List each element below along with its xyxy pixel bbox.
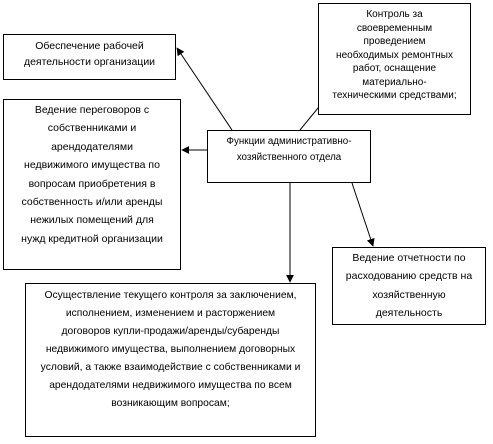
node-repair-control: Контроль за своевременным проведением не… bbox=[318, 3, 471, 115]
node-text-line: недвижимого имущества по bbox=[24, 159, 160, 172]
node-text-line: Ведение переговоров с bbox=[34, 104, 150, 116]
arrow-to-top-left bbox=[176, 47, 233, 131]
node-text-line: арендодателями недвижимого имущества по … bbox=[49, 380, 292, 392]
node-text-line: Осуществление текущего контроля за заклю… bbox=[44, 290, 297, 301]
node-text-line: вопросам приобретения в bbox=[28, 177, 156, 190]
node-text-line: арендодателями bbox=[51, 140, 133, 153]
node-text-line: деятельности организации bbox=[23, 56, 156, 69]
node-text-line: деятельность bbox=[375, 307, 443, 320]
node-text-line: материально- bbox=[362, 76, 427, 88]
node-expense-reporting: Ведение отчетности по расходованию средс… bbox=[332, 247, 486, 325]
node-text-line: нежилых помещений для bbox=[30, 214, 154, 227]
node-text-line: недвижимого имущества, выполнением догов… bbox=[45, 344, 296, 356]
node-text-line: условий, а также взаимодействие с собств… bbox=[40, 362, 301, 374]
node-text-line: проведением bbox=[363, 36, 426, 47]
arrow-to-bottom-right bbox=[351, 182, 375, 247]
node-text-line: исполнением, изменением и расторжением bbox=[65, 308, 276, 320]
node-text-line: хозяйственного отдела bbox=[236, 151, 342, 163]
node-contract-control: Осуществление текущего контроля за заклю… bbox=[25, 283, 316, 437]
node-text-line: расходованию средств на bbox=[345, 270, 473, 283]
node-text-line: техническими средствами; bbox=[332, 90, 457, 101]
node-work-support: Обеспечение рабочей деятельности организ… bbox=[3, 34, 176, 80]
node-text-line: Обеспечение рабочей bbox=[35, 40, 144, 52]
node-text-line: собственность и/или аренды bbox=[21, 195, 163, 208]
node-negotiations: Ведение переговоров с собственниками и а… bbox=[3, 99, 181, 270]
node-text-line: Ведение отчетности по bbox=[352, 252, 466, 264]
node-text-line: Функции административно- bbox=[226, 136, 352, 147]
node-text-line: договоров купли-продажи/аренды/субаренды bbox=[61, 326, 280, 338]
node-text-line: работ, оснащение bbox=[352, 63, 437, 74]
node-text-line: хозяйственную bbox=[372, 288, 446, 301]
node-text-line: собственниками и bbox=[47, 122, 137, 135]
node-text-line: возникающим вопросам; bbox=[111, 398, 230, 410]
node-text-line: Контроль за bbox=[366, 9, 423, 20]
node-department-functions: Функции административно- хозяйственного … bbox=[207, 130, 371, 183]
node-text-line: необходимых ремонтных bbox=[336, 49, 453, 61]
node-text-line: нужд кредитной организации bbox=[21, 232, 163, 245]
node-text-line: своевременным bbox=[356, 22, 433, 34]
